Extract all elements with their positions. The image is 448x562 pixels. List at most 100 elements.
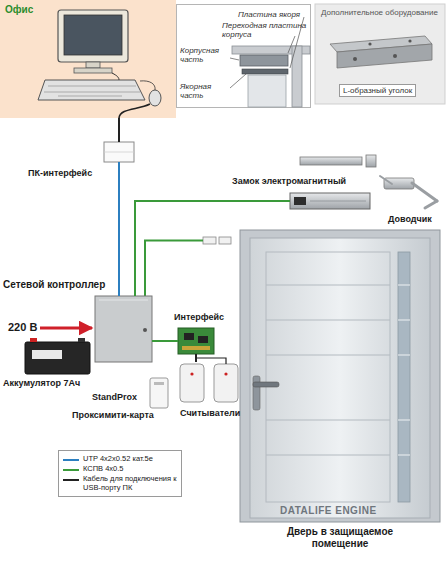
node-label: Якорная часть	[180, 82, 228, 100]
magnetic-lock-part	[310, 201, 366, 202]
pc-interface: ПК-интерфейс	[104, 142, 134, 162]
door-part	[266, 455, 390, 456]
legend-line-sample	[63, 466, 79, 474]
office-panel-part	[119, 104, 150, 118]
card-readers-part	[196, 358, 226, 364]
network-controller-part	[143, 328, 147, 332]
lock-section-inset-part	[288, 36, 295, 53]
network-controller-part	[99, 300, 148, 301]
kspv-cable	[135, 201, 290, 296]
extra-equipment-box: Дополнительное оборудованиеL-образный уг…	[315, 4, 445, 104]
node-label: Проксимити-карта	[72, 410, 154, 420]
door-part	[266, 355, 390, 356]
node-label: Корпусная часть	[180, 46, 228, 64]
door-part	[253, 376, 260, 410]
door-closer-part	[380, 176, 392, 184]
legend-box: UTP 4x2x0.52 кат.5еКСПВ 4х0.5Кабель для …	[58, 450, 182, 497]
lock-section-inset-part	[240, 55, 288, 66]
watermark: DATALIFE ENGINE	[280, 505, 377, 517]
lock-section-inset-part	[230, 58, 239, 60]
pc-interface-box-part	[104, 152, 134, 153]
office-panel-part	[0, 0, 176, 118]
legend-line	[63, 459, 79, 461]
node-label: StandProx	[92, 392, 137, 402]
legend-text: UTP 4x2x0.52 кат.5е	[83, 455, 153, 464]
network-controller: Сетевой контроллер	[95, 296, 152, 362]
proximity-card-part	[150, 378, 168, 408]
node-label: L-образный уголок	[339, 84, 416, 97]
legend-line-sample	[63, 476, 79, 484]
door-closer: Доводчик	[380, 172, 440, 210]
battery: Аккумулятор 7Ач	[25, 342, 90, 374]
office-panel-part	[149, 90, 161, 106]
power-arrow	[40, 328, 92, 329]
door-sensor-part	[219, 237, 231, 244]
legend-row: Кабель для подключения к USB-порту ПК	[63, 475, 177, 492]
card-readers-part	[214, 364, 238, 402]
extra-equipment-panel-part	[315, 4, 445, 104]
proximity-card	[150, 378, 168, 408]
lock-section-inset	[177, 5, 311, 108]
magnetic-lock-part	[290, 193, 370, 209]
lock-inset-box: Пластина якоряПереходная пластина корпус…	[176, 4, 311, 108]
lock-section-inset-part	[177, 5, 311, 108]
node-label: Интерфейс	[174, 312, 224, 322]
voltage-label: 220 В	[8, 321, 37, 334]
legend-line	[63, 469, 79, 471]
protected-door: Дверь в защищаемое помещение	[240, 230, 440, 522]
extra-equipment-panel-part	[408, 39, 411, 42]
office-panel-part	[64, 15, 122, 55]
office-panel-part	[44, 92, 140, 93]
card-readers-part	[180, 364, 204, 402]
door-closer-part	[384, 178, 414, 189]
card-readers	[180, 358, 238, 402]
node-label: Замок электромагнитный	[232, 176, 346, 186]
card-readers-part	[224, 372, 227, 375]
node-label: Считыватели	[180, 408, 240, 418]
legend-text: КСПВ 4х0.5	[83, 465, 124, 474]
door-sensor	[145, 237, 231, 296]
door-part	[398, 285, 410, 286]
office-panel-part	[140, 81, 155, 90]
network-controller	[95, 296, 152, 362]
office-box: Офис	[0, 0, 176, 118]
magnetic-lock-part	[294, 197, 306, 205]
door-sensor-part	[203, 237, 216, 244]
office-panel-part	[112, 73, 119, 80]
node-label: Переходная пластина корпуса	[222, 21, 308, 39]
node-label: Дополнительное оборудование	[321, 8, 439, 17]
door-closer-part	[425, 201, 437, 208]
interface-board	[178, 328, 214, 354]
office-panel-part	[58, 10, 128, 62]
door-sensor-part	[145, 241, 203, 297]
power-arrow-part	[40, 327, 92, 330]
proximity-card-part	[154, 382, 164, 385]
interface-board-part	[178, 328, 214, 354]
pc-interface-box	[104, 142, 134, 162]
magnetic-lock-part	[366, 155, 376, 167]
interface-board-part	[182, 346, 210, 350]
door-part	[250, 238, 430, 518]
interface-board-part	[184, 333, 194, 340]
legend-line	[63, 479, 79, 481]
extra-equipment-panel-part	[353, 57, 357, 61]
card-readers-part	[190, 372, 193, 375]
node-label: Дверь в защищаемое помещение	[275, 526, 405, 549]
door-part	[240, 230, 440, 522]
office-panel	[0, 0, 176, 118]
door-part	[398, 455, 410, 456]
legend-row: UTP 4x2x0.52 кат.5е	[63, 455, 177, 464]
node-label: Офис	[5, 4, 33, 16]
office-panel-part	[58, 96, 122, 97]
door-closer-part	[412, 183, 437, 201]
door-part	[398, 420, 410, 421]
usb-cable	[195, 354, 197, 362]
door	[240, 230, 440, 522]
node-label: Доводчик	[388, 214, 432, 224]
battery-part	[32, 350, 62, 359]
node-label: ПК-интерфейс	[28, 168, 92, 178]
lock-section-inset-part	[248, 75, 286, 107]
extra-equipment-panel-part	[393, 54, 397, 58]
office-panel-part	[48, 86, 136, 87]
card-readers: Считыватели	[178, 362, 240, 402]
